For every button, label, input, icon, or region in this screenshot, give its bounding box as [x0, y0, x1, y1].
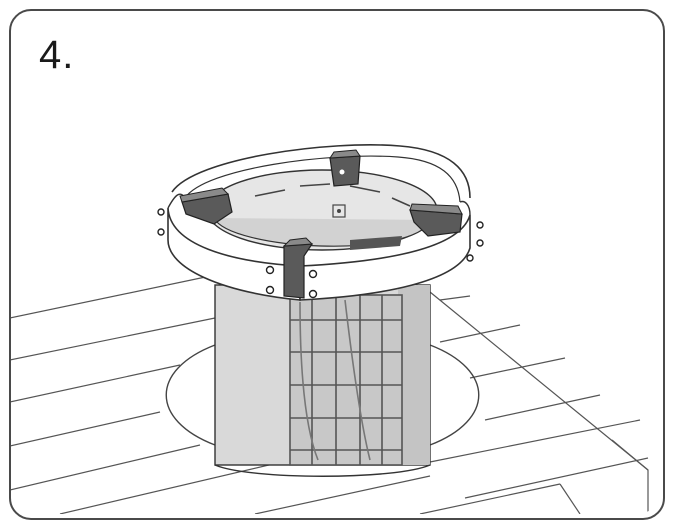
- mounting-bracket: [409, 203, 463, 237]
- deck-edge-right: [611, 439, 649, 471]
- deck-board-line: [469, 357, 566, 379]
- deck-board-line: [11, 411, 161, 447]
- screw-icon: [476, 239, 484, 247]
- wooden-deck: [11, 274, 649, 514]
- screw-icon: [157, 208, 165, 216]
- mounting-bracket: [329, 149, 361, 187]
- screw-icon: [265, 285, 275, 295]
- brand-label: [350, 236, 402, 250]
- screw-icon: [308, 289, 318, 299]
- screw-icon: [265, 265, 275, 275]
- deck-board-line: [11, 364, 181, 403]
- mounting-bracket: [179, 187, 233, 225]
- deck-edge-right: [429, 291, 649, 514]
- deck-board-line: [419, 483, 561, 514]
- screw-icon: [308, 269, 318, 279]
- stone-basket-grid: [289, 294, 403, 466]
- heater-shadow-side: [398, 285, 430, 465]
- screw-icon: [157, 228, 165, 236]
- cover-dashed-line: [254, 183, 411, 207]
- deck-board-line: [254, 475, 431, 514]
- screw-icon: [476, 221, 484, 229]
- screw-icon: [466, 254, 474, 262]
- deck-board-line: [11, 317, 216, 361]
- step-number: 4.: [39, 33, 75, 77]
- deck-board-line: [484, 394, 601, 421]
- deck-edge-lower: [559, 483, 581, 514]
- deck-board-line: [11, 274, 216, 319]
- heater-cylinder: [214, 284, 431, 477]
- deck-board-line: [464, 457, 649, 499]
- deck-board-line: [59, 459, 291, 514]
- deck-board-line: [429, 419, 641, 463]
- deck-board-line: [439, 295, 471, 301]
- screws: [157, 208, 484, 299]
- mounting-bracket: [282, 237, 314, 299]
- deck-board-line: [11, 444, 201, 491]
- center-bolt: [332, 204, 346, 218]
